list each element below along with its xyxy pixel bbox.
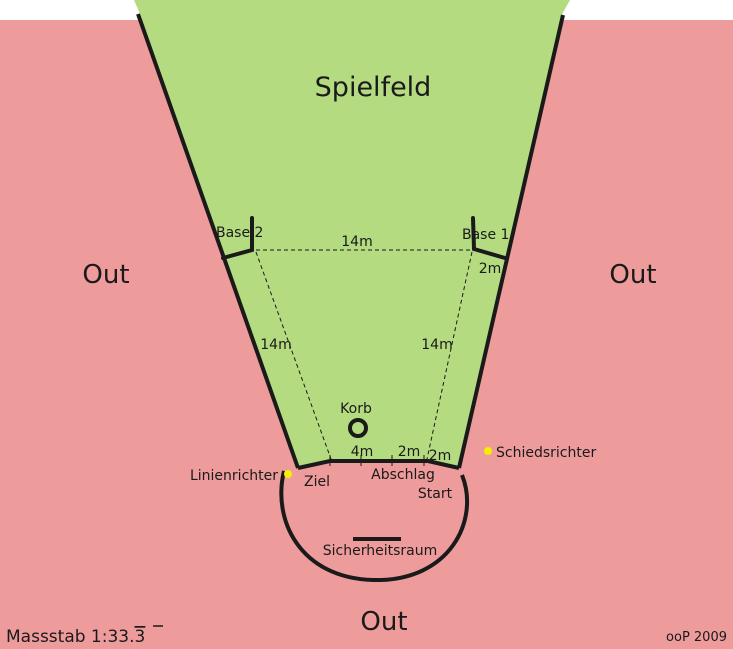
tee-label: Abschlag: [371, 467, 435, 483]
base2-marker: [221, 216, 254, 260]
right-sideline: [457, 14, 565, 469]
distance-left-diagonal: 14m: [260, 337, 291, 353]
scale-label: Massstab 1:33.3: [6, 627, 145, 647]
scale-repeating-digit: 3: [135, 627, 146, 647]
home-line: [297, 459, 460, 470]
out-left-label: Out: [82, 260, 129, 290]
line-judge-marker-icon: [284, 470, 292, 478]
base1-marker: [471, 216, 507, 260]
dash-left-diagonal: [255, 251, 332, 460]
distance-abschlag-start: 2m: [398, 444, 421, 460]
safety-area-label: Sicherheitsraum: [323, 543, 437, 559]
dash-right-diagonal: [426, 251, 473, 460]
distance-right-diagonal: 14m: [421, 337, 452, 353]
start-label: Start: [418, 486, 453, 502]
basket-label: Korb: [340, 401, 372, 417]
distance-ziel-abschlag: 4m: [351, 444, 374, 460]
credit-label: ooP 2009: [666, 630, 727, 645]
distance-start-offset: 2m: [429, 448, 452, 464]
umpire-label: Schiedsrichter: [496, 445, 596, 461]
left-sideline: [136, 13, 300, 469]
safety-area-arc: [279, 470, 469, 583]
basket-icon: [348, 418, 368, 438]
distance-base1-offset: 2m: [479, 261, 502, 277]
goal-label: Ziel: [304, 474, 330, 490]
umpire-marker-icon: [484, 447, 492, 455]
distance-base2-base1: 14m: [341, 234, 372, 250]
out-bottom-label: Out: [360, 607, 407, 637]
out-zone-right-top: [560, 22, 733, 24]
scale-prefix: Massstab 1:33.: [6, 627, 135, 647]
out-right-label: Out: [609, 260, 656, 290]
base1-label: Base 1: [462, 227, 509, 243]
line-judge-label: Linienrichter: [190, 468, 278, 484]
base2-label: Base 2: [216, 225, 263, 241]
field-zone: [134, 0, 570, 468]
field-label: Spielfeld: [315, 72, 432, 103]
